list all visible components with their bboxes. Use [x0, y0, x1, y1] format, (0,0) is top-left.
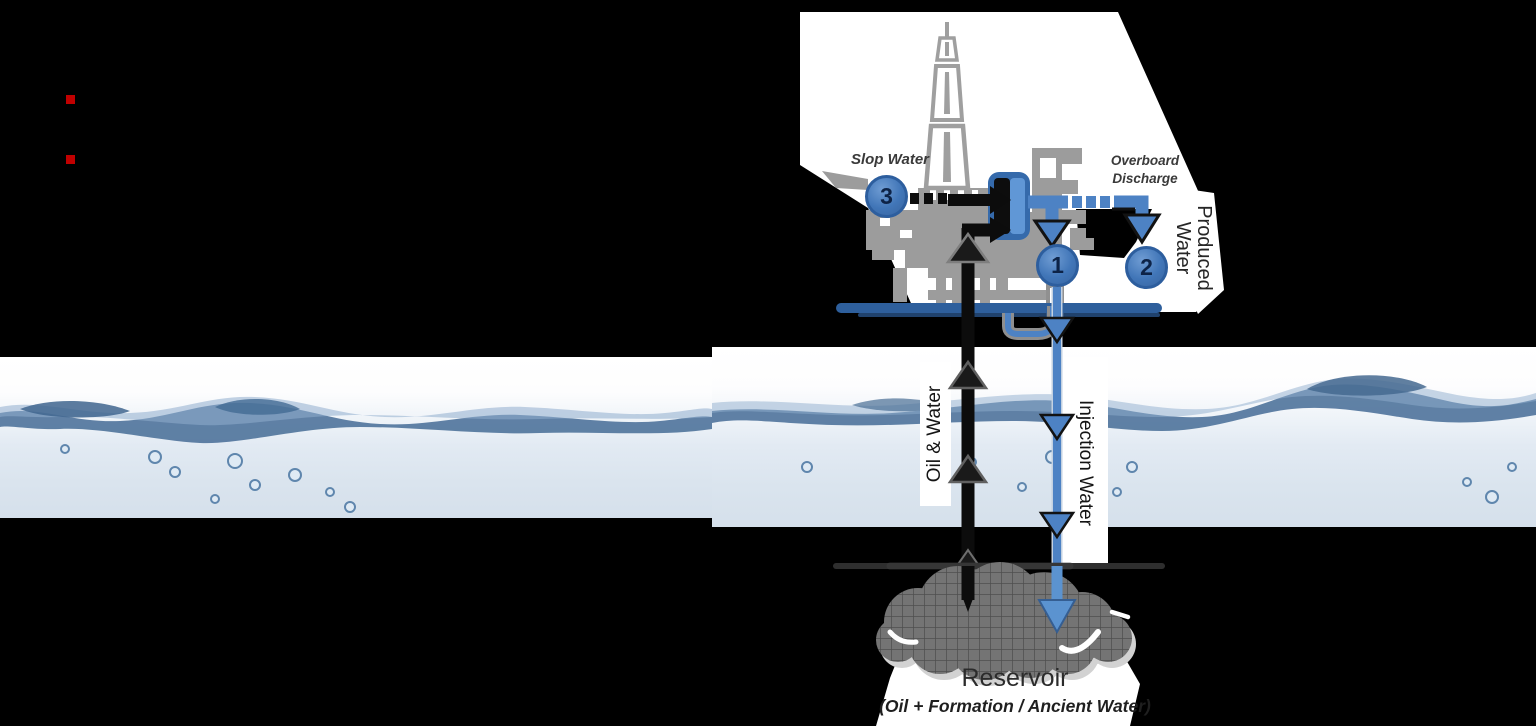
badge-2: 2 — [1125, 246, 1168, 289]
badge-2-number: 2 — [1140, 254, 1153, 280]
injection-pipe — [1038, 287, 1076, 616]
slop-water-label: Slop Water — [850, 151, 930, 168]
water-photo-strip-left — [0, 357, 712, 518]
badge-3-number: 3 — [880, 183, 893, 209]
produced-water-label: Produced Water — [1172, 205, 1215, 291]
riser-tip-point — [962, 596, 974, 612]
legend-bullet-2 — [66, 155, 75, 164]
arrow-down-icon — [1037, 599, 1077, 635]
produced-water-backdrop — [1160, 185, 1224, 314]
slop-water-pipe — [910, 186, 1011, 214]
overboard-discharge-label: Overboard Discharge — [1110, 153, 1180, 187]
waterline-bar — [836, 303, 1162, 313]
reservoir-title: Reservoir — [961, 664, 1069, 692]
produced-water-piping — [1028, 195, 1162, 249]
badge-3: 3 — [865, 175, 908, 218]
injection-arrow-final — [1037, 566, 1077, 635]
arrow-right-icon — [990, 186, 1011, 214]
arrow-up-icon — [947, 453, 989, 484]
badge-1: 1 — [1036, 244, 1079, 287]
arrow-right-icon — [990, 217, 1011, 243]
badge-1-number: 1 — [1051, 252, 1064, 278]
injection-water-label-strip: Injection Water — [1061, 357, 1108, 568]
arrow-down-icon — [1038, 316, 1076, 345]
derrick-icon — [923, 22, 971, 191]
water-wave-art — [0, 396, 712, 513]
legend-bullet-1 — [66, 95, 75, 104]
water-photo-strip-right — [712, 347, 1536, 527]
arrow-down-icon — [1032, 219, 1072, 249]
arrow-down-icon — [1038, 413, 1076, 442]
arrow-up-icon — [945, 231, 991, 264]
reservoir-subtitle: (Oil + Formation / Ancient Water) — [879, 696, 1151, 716]
arrow-down-icon — [1038, 511, 1076, 540]
arrow-up-icon — [947, 359, 989, 390]
arrow-down-icon — [1122, 213, 1162, 245]
reservoir-cloud — [876, 562, 1136, 686]
oil-water-label-strip: Oil & Water — [920, 362, 951, 506]
